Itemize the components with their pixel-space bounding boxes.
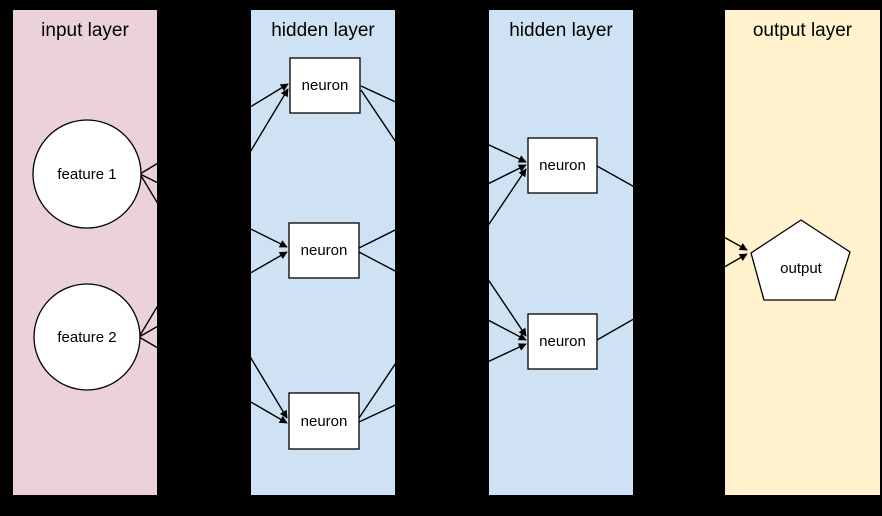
- node-label-h1-neuron-1: neuron: [301, 77, 349, 94]
- edge-h1n1-h2n1: [360, 85, 527, 163]
- edge-f1-h1n1: [139, 83, 289, 175]
- edge-f2-h1n1: [138, 88, 289, 338]
- node-h2-neuron-1-box: [527, 137, 598, 194]
- node-h2-neuron-2-box: [527, 313, 598, 370]
- edge-h1n1-h2n2: [360, 89, 527, 337]
- edge-f2-h1n3: [138, 336, 288, 424]
- edges: [138, 83, 748, 424]
- node-label-h1-neuron-2: neuron: [300, 242, 348, 259]
- node-label-h2-neuron-1: neuron: [539, 157, 586, 174]
- node-label-feature-1: feature 1: [57, 166, 117, 183]
- node-label-h1-neuron-3: neuron: [300, 413, 348, 430]
- node-output-pentagon: [750, 219, 851, 301]
- node-h1-neuron-3-box: [288, 392, 360, 450]
- edge-f1-h1n2: [139, 173, 288, 248]
- node-label-output: output: [780, 260, 822, 277]
- edge-h2n2-output: [596, 253, 748, 341]
- layer-title-input: input layer: [41, 20, 129, 41]
- node-feature-2-circle: [33, 283, 141, 391]
- layer-title-hidden-2: hidden layer: [509, 20, 613, 41]
- edge-h2n1-output: [596, 165, 748, 251]
- layer-band-hidden-2: hidden layer: [489, 10, 633, 495]
- layer-title-hidden-1: hidden layer: [271, 20, 375, 41]
- node-label-feature-2: feature 2: [57, 329, 117, 346]
- layer-band-input: input layer: [13, 10, 157, 495]
- node-feature-1-circle: [32, 119, 142, 229]
- edge-f1-h1n3: [139, 173, 288, 419]
- edge-h1n2-h2n2: [358, 251, 527, 341]
- edge-h1n3-h2n2: [358, 343, 527, 423]
- node-h1-neuron-2-box: [288, 222, 360, 279]
- node-h1-neuron-1-box: [289, 57, 361, 114]
- layer-title-output: output layer: [752, 20, 853, 41]
- node-label-h2-neuron-2: neuron: [539, 333, 586, 350]
- edge-h1n2-h2n1: [358, 164, 527, 249]
- edge-f2-h1n2: [138, 251, 288, 338]
- edge-h1n3-h2n1: [358, 168, 527, 419]
- nodes: [32, 57, 851, 450]
